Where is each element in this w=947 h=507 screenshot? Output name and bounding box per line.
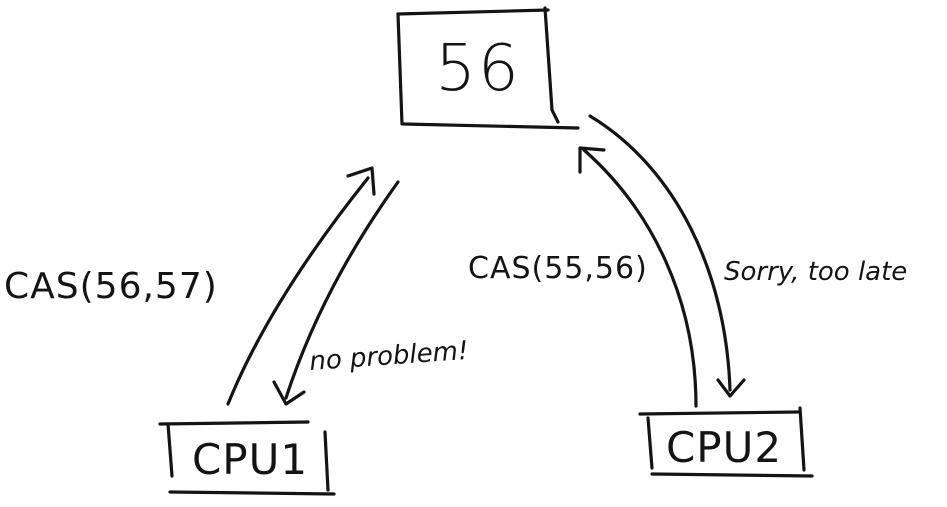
cpu1-response-label: no problem! <box>308 336 469 377</box>
cpu1-request-label: CAS(56,57) <box>4 266 218 307</box>
cpu2-request-arrow <box>578 146 698 408</box>
memory-box: 56 <box>396 6 580 130</box>
memory-value: 56 <box>435 32 520 106</box>
cpu2-box: CPU2 <box>638 406 814 478</box>
cpu2-label: CPU2 <box>666 423 782 472</box>
cpu1-box: CPU1 <box>158 420 336 496</box>
cpu2-request-label: CAS(55,56) <box>468 251 648 286</box>
cpu1-request-arrow <box>226 166 376 406</box>
cpu1-response-arrow <box>272 180 400 406</box>
cpu2-response-arrow <box>588 114 746 398</box>
cpu2-response-label: Sorry, too late <box>724 257 907 287</box>
cpu1-label: CPU1 <box>192 435 308 484</box>
